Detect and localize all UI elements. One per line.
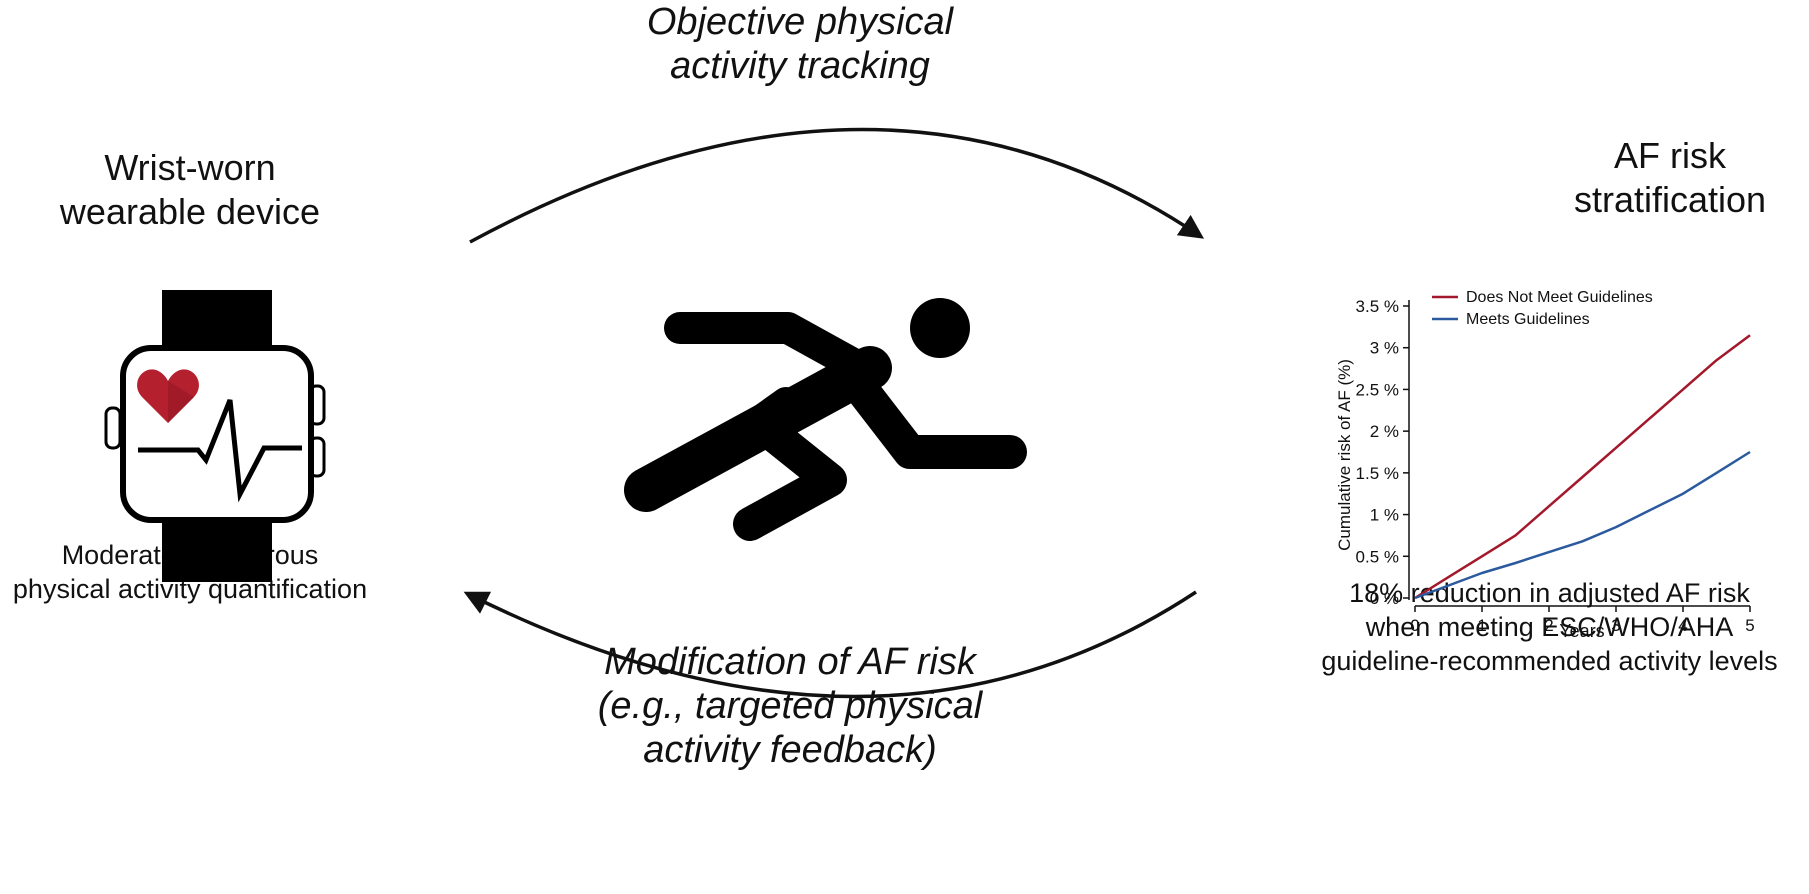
chart-axes — [1408, 300, 1750, 607]
left-caption: Moderate-to-vigorous physical activity q… — [0, 538, 380, 606]
runner-back-leg — [733, 407, 847, 541]
right-title-line1: AF risk — [1614, 135, 1726, 176]
y-tick-label: 1 % — [1370, 506, 1399, 525]
right-caption: 18% reduction in adjusted AF risk when m… — [1290, 576, 1809, 678]
running-person-icon — [624, 298, 1027, 541]
y-tick-label: 1.5 % — [1356, 464, 1399, 483]
chart-ylabel: Cumulative risk of AF (%) — [1335, 359, 1354, 551]
y-tick-label: 0 % — [1370, 589, 1399, 608]
right-caption-line3: guideline-recommended activity levels — [1321, 646, 1778, 676]
legend-label: Meets Guidelines — [1466, 311, 1590, 328]
top-caption-line2: activity tracking — [670, 45, 930, 87]
bottom-caption-line1: Modification of AF risk — [604, 641, 976, 683]
top-arrow-icon — [469, 127, 1205, 244]
runner-front-arm — [664, 312, 880, 386]
top-caption: Objective physical activity tracking — [560, 0, 1040, 88]
y-tick-label: 0.5 % — [1356, 547, 1399, 566]
y-tick-label: 2 % — [1370, 422, 1399, 441]
right-caption-line1: 18% reduction in adjusted AF risk — [1349, 578, 1750, 608]
x-tick-label: 0 — [1410, 616, 1419, 635]
y-tick-label: 3.5 % — [1356, 297, 1399, 316]
runner-front-leg — [839, 365, 1027, 469]
x-tick-label: 5 — [1745, 616, 1754, 635]
watch-crown-left — [104, 406, 122, 450]
left-title-line1: Wrist-worn — [104, 147, 276, 188]
chart-xlabel: Years — [1559, 621, 1604, 641]
legend-label: Does Not Meet Guidelines — [1466, 289, 1653, 306]
series-line-meets — [1414, 450, 1751, 600]
right-title: AF risk stratification — [1530, 134, 1809, 222]
bottom-caption-line3: activity feedback) — [643, 729, 937, 771]
x-tick-label: 3 — [1611, 616, 1620, 635]
left-title: Wrist-worn wearable device — [40, 146, 340, 234]
smartwatch-icon — [104, 290, 326, 582]
watch-strap-bottom — [162, 512, 272, 582]
right-caption-line2: when meeting ESC/WHO/AHA — [1365, 612, 1734, 642]
af-risk-chart: 0 % 0.5 % 1 % 1.5 % 2 % 2.5 % 3 % 3.5 % 0 1 2 3 4 5 D… — [1335, 289, 1755, 641]
y-tick-label: 3 % — [1370, 339, 1399, 358]
chart-ticks: 0 % 0.5 % 1 % 1.5 % 2 % 2.5 % 3 % 3.5 % 0 1 2 3 4 5 — [1356, 297, 1755, 635]
runner-head — [910, 298, 970, 358]
left-title-line2: wearable device — [59, 191, 321, 232]
chart-series — [1414, 334, 1751, 600]
ecg-trace-icon — [138, 399, 302, 503]
x-tick-label: 4 — [1678, 616, 1687, 635]
top-caption-line1: Objective physical — [646, 1, 954, 43]
y-tick-label: 2.5 % — [1356, 380, 1399, 399]
x-tick-label: 2 — [1544, 616, 1553, 635]
bottom-arrow-icon — [463, 590, 1197, 699]
series-line-does-not-meet — [1414, 334, 1751, 600]
right-title-line2: stratification — [1573, 179, 1767, 220]
x-tick-label: 1 — [1477, 616, 1486, 635]
heart-highlight — [168, 381, 194, 423]
